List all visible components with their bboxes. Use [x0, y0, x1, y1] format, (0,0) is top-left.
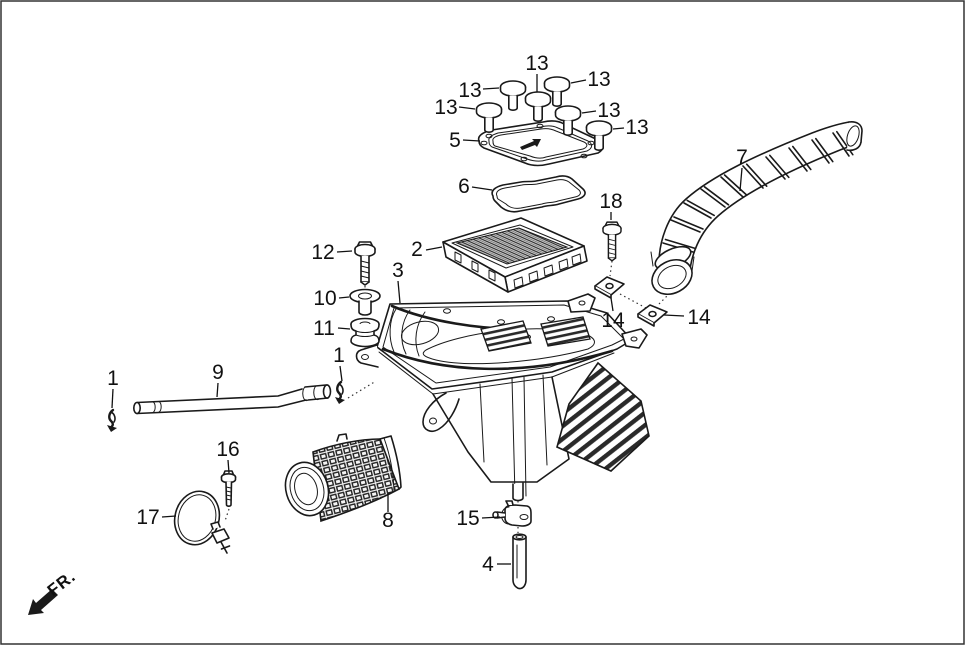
hose-clip-left: [105, 408, 119, 434]
front-direction-marker: FR.: [28, 566, 79, 615]
callout-16: 16: [216, 438, 239, 461]
connecting-duct: [284, 433, 402, 523]
callout-14-left: 14: [601, 309, 625, 332]
intake-duct: [650, 121, 863, 296]
callout-13-4: 13: [434, 96, 457, 119]
callout-18: 18: [599, 190, 622, 213]
callout-1-right: 1: [333, 344, 345, 367]
callout-10: 10: [313, 287, 336, 310]
mount-plate-left: [594, 276, 625, 299]
hose-clip-right: [333, 380, 347, 406]
callout-9: 9: [212, 361, 224, 384]
callout-3: 3: [392, 259, 404, 282]
mount-plate-right: [637, 304, 668, 327]
callout-17: 17: [136, 506, 159, 529]
drain-clamp: [492, 500, 532, 527]
callout-13-5: 13: [597, 99, 620, 122]
front-direction-arrow-icon: [28, 589, 58, 615]
callout-labels: 13 13 13 13 13 13 5 6 7 2 12 3 10 11 18 …: [107, 52, 748, 576]
housing-striped-wedge: [556, 361, 650, 472]
drain-tube: [512, 533, 527, 590]
callout-13-1: 13: [458, 79, 481, 102]
callout-12: 12: [311, 241, 334, 264]
callout-11: 11: [313, 317, 335, 340]
callout-4: 4: [482, 553, 494, 576]
air-cleaner-housing: [355, 293, 650, 502]
cover-plate: [477, 120, 605, 167]
filter-element: [442, 217, 588, 293]
clamp-screw: [220, 470, 237, 507]
callout-1-left: 1: [107, 367, 119, 390]
callout-13-3: 13: [587, 68, 610, 91]
washer-screw: [349, 288, 381, 316]
breather-tube: [133, 384, 332, 415]
cover-plate-arrow-mark: [520, 139, 541, 150]
rubber-grommet: [350, 317, 380, 348]
duct-bolt: [602, 221, 622, 262]
callout-15: 15: [456, 507, 479, 530]
cover-gasket: [491, 175, 586, 213]
callout-7: 7: [736, 146, 748, 169]
band-clamp: [173, 490, 231, 554]
mount-bolt: [354, 241, 376, 286]
callout-13-2: 13: [525, 52, 548, 75]
callout-14-right: 14: [687, 306, 711, 329]
callout-2: 2: [411, 238, 423, 261]
callout-5: 5: [449, 129, 461, 152]
callout-13-6: 13: [625, 116, 648, 139]
callout-6: 6: [458, 175, 470, 198]
callout-8: 8: [382, 509, 394, 532]
leader-lines: [111, 74, 743, 565]
